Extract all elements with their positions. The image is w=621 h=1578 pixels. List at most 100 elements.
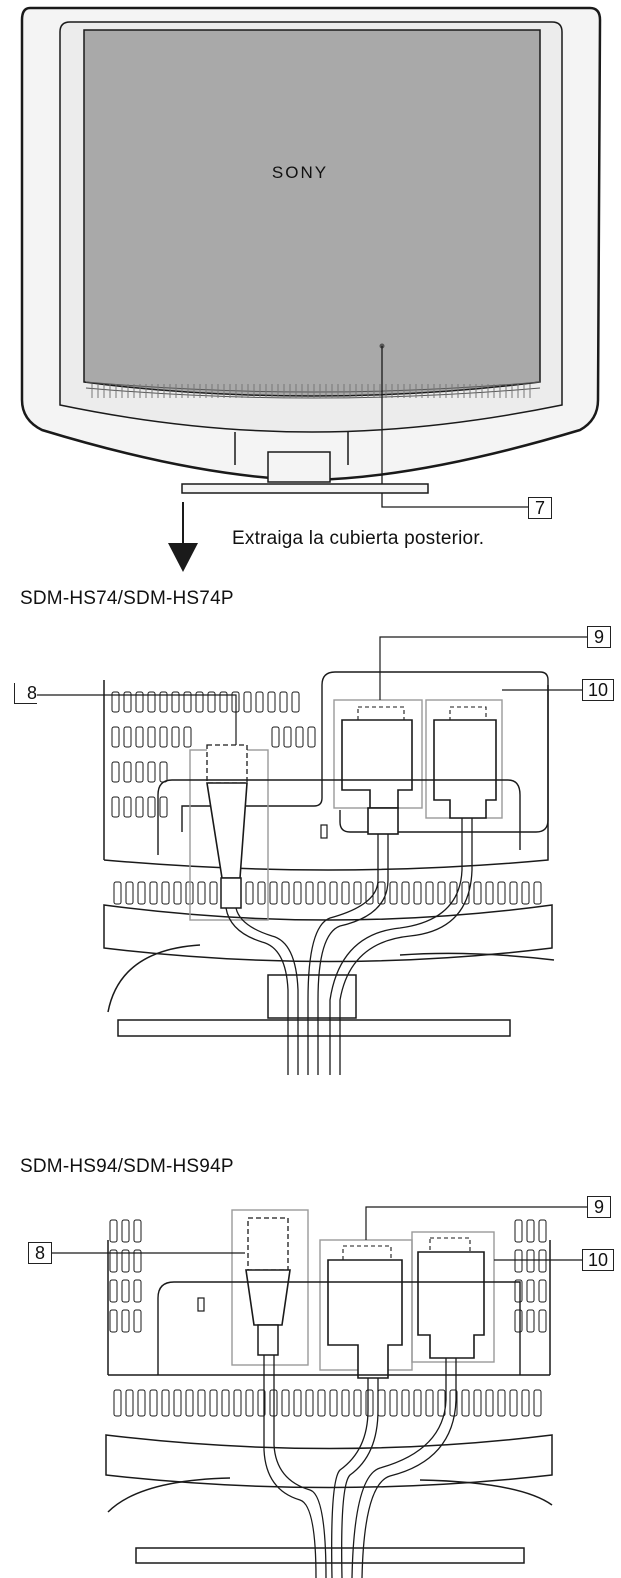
- vent-slot: [305, 1389, 314, 1417]
- vent-slot: [243, 691, 252, 713]
- hs94-vent-grid-left: [109, 1219, 142, 1333]
- vent-slot: [514, 1219, 523, 1243]
- vent-slot: [137, 1389, 146, 1417]
- hs74-vent-row: [113, 881, 542, 905]
- vent-slot: [377, 881, 386, 905]
- hs94-power-plug: [245, 1269, 291, 1326]
- monitor-stand-neck: [267, 451, 331, 483]
- vent-slot: [449, 1389, 458, 1417]
- vent-slot: [135, 761, 144, 783]
- vent-slot: [365, 1389, 374, 1417]
- vent-slot: [221, 1389, 230, 1417]
- vent-slot: [377, 1389, 386, 1417]
- hs74-recess: [181, 671, 549, 833]
- vent-slot: [341, 881, 350, 905]
- sony-logo: SONY: [272, 163, 328, 182]
- vent-slot: [425, 1389, 434, 1417]
- vent-slot: [147, 761, 156, 783]
- hs94-callout-9-label: 9: [587, 1196, 611, 1218]
- hs94-power-plug-tip: [257, 1324, 279, 1356]
- vent-slot: [113, 1389, 122, 1417]
- vent-slot: [509, 881, 518, 905]
- vent-slot: [135, 691, 144, 713]
- vent-slot: [413, 881, 422, 905]
- vent-slot: [329, 881, 338, 905]
- vent-slot: [173, 1389, 182, 1417]
- vent-slot: [171, 691, 180, 713]
- vent-slot: [133, 1309, 142, 1333]
- vent-slot: [317, 1389, 326, 1417]
- vent-slot: [389, 1389, 398, 1417]
- vent-slot: [317, 881, 326, 905]
- hs94-vent-row: [113, 1389, 542, 1417]
- vent-slot: [123, 691, 132, 713]
- monitor-vent-strip: [85, 381, 541, 399]
- hs94-power-plug-top: [247, 1217, 289, 1271]
- vent-slot: [123, 726, 132, 748]
- hs74-dvi-connector: [341, 719, 413, 809]
- hs94-vga-port-dashed: [429, 1237, 471, 1261]
- hs94-callout-9-leader: [365, 1206, 588, 1240]
- vent-slot: [111, 691, 120, 713]
- hs94-callout-10-label: 10: [582, 1249, 614, 1271]
- vent-slot: [281, 881, 290, 905]
- vent-slot: [121, 1219, 130, 1243]
- vent-slot: [195, 691, 204, 713]
- hs94-vent-grid-right: [514, 1219, 547, 1333]
- vent-slot: [257, 1389, 266, 1417]
- hs74-power-plug: [206, 782, 248, 879]
- vent-slot: [161, 881, 170, 905]
- vent-slot: [521, 1389, 530, 1417]
- vent-slot: [526, 1249, 535, 1273]
- vent-slot: [353, 1389, 362, 1417]
- hs94-lower-body: [105, 1434, 553, 1489]
- hs74-vga-connector: [433, 719, 497, 819]
- vent-slot: [109, 1309, 118, 1333]
- vent-slot: [135, 796, 144, 818]
- vent-slot: [159, 726, 168, 748]
- hs94-callout-8-label: 8: [28, 1242, 52, 1264]
- vent-slot: [461, 1389, 470, 1417]
- vent-slot: [159, 761, 168, 783]
- vent-slot: [341, 1389, 350, 1417]
- hs74-dvi-plug: [367, 807, 399, 835]
- vent-slot: [307, 726, 316, 748]
- vent-slot: [389, 881, 398, 905]
- vent-slot: [149, 881, 158, 905]
- vent-slot: [159, 796, 168, 818]
- vent-slot: [255, 691, 264, 713]
- hs94-power-highlight: [231, 1209, 309, 1366]
- vent-slot: [526, 1219, 535, 1243]
- vent-slot: [353, 881, 362, 905]
- hs94-lower-curve: [107, 1477, 553, 1513]
- hs94-cables: [263, 1355, 457, 1578]
- vent-slot: [133, 1249, 142, 1273]
- vent-slot: [401, 1389, 410, 1417]
- vent-slot: [538, 1249, 547, 1273]
- vent-slot: [207, 691, 216, 713]
- vent-slot: [171, 726, 180, 748]
- vent-slot: [526, 1309, 535, 1333]
- vent-slot: [183, 726, 192, 748]
- vent-slot: [485, 1389, 494, 1417]
- vent-slot: [147, 726, 156, 748]
- hs74-lower-body: [103, 904, 553, 963]
- vent-slot: [279, 691, 288, 713]
- vent-slot: [269, 881, 278, 905]
- vent-slot: [281, 1389, 290, 1417]
- vent-slot: [425, 881, 434, 905]
- hs94-vga-connector: [417, 1251, 485, 1359]
- vent-slot: [111, 761, 120, 783]
- hs74-power-plug-top: [206, 744, 248, 784]
- hs74-power-plug-tip: [220, 877, 242, 909]
- vent-slot: [365, 881, 374, 905]
- vent-slot: [233, 1389, 242, 1417]
- hs94-body-outline: [107, 1240, 551, 1376]
- vent-slot: [133, 1279, 142, 1303]
- vent-slot: [111, 726, 120, 748]
- vent-slot: [291, 691, 300, 713]
- vent-slot: [125, 881, 134, 905]
- vent-slot: [183, 691, 192, 713]
- vent-slot: [437, 1389, 446, 1417]
- hs74-stand-neck: [267, 974, 357, 1019]
